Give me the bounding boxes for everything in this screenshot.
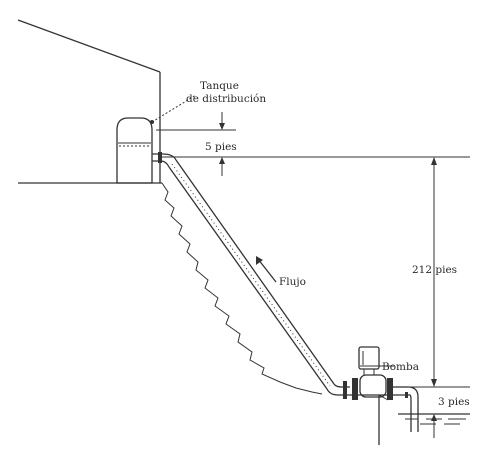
pipe-upper-wall: [175, 159, 335, 385]
pipe-centerline: [171, 163, 331, 387]
pipe-flange-1: [343, 381, 347, 399]
pipe-flange-3: [387, 378, 393, 400]
pump: [358, 346, 394, 398]
pump-discharge-pipe: [326, 378, 419, 432]
pipe-lower-wall: [168, 166, 328, 390]
dim212-top-arrowhead: [431, 157, 437, 165]
roof-line: [17, 19, 161, 73]
suction-pipe-inner: [409, 394, 412, 432]
pump-casing: [359, 374, 387, 398]
tank-label-line1: Tanque: [200, 80, 239, 92]
tank-body: [116, 117, 153, 184]
pump-coupling: [363, 368, 375, 376]
suction-flange: [405, 392, 408, 398]
suction-pipe-outer: [407, 386, 419, 432]
horizontal-pipe-top-a: [333, 383, 350, 388]
height-5-label: 5 pies: [205, 141, 237, 153]
flow-arrow: [256, 256, 277, 283]
outlet-pipe-top: [152, 153, 177, 161]
height-3-label: 3 pies: [438, 396, 470, 408]
inclined-pipe: [168, 159, 335, 390]
pipe-flange-2: [352, 378, 358, 400]
hillside-profile: [161, 182, 323, 395]
dim212-bottom-arrowhead: [431, 379, 437, 387]
tank-leader-dot: [150, 120, 154, 124]
height-212-label: 212 pies: [412, 264, 457, 276]
dim3-arrowhead: [431, 414, 437, 421]
well-ground-edge: [378, 394, 389, 401]
flow-arrowhead: [256, 256, 263, 265]
horizontal-pipe-bottom: [326, 388, 410, 396]
flow-arrow-shaft: [257, 258, 277, 283]
flow-label: Flujo: [279, 276, 306, 288]
dimension-3: [431, 414, 437, 438]
tank-leader-line: [151, 94, 197, 123]
building: [17, 19, 162, 184]
dimension-212: [396, 157, 470, 388]
dimension-5: [156, 112, 470, 176]
dim5-lower-arrowhead: [219, 157, 225, 164]
pump-label: Bomba: [382, 361, 419, 373]
dim5-upper-arrowhead: [219, 123, 225, 130]
distribution-tank: [116, 94, 197, 184]
tank-label-line2: de distribución: [186, 93, 266, 105]
